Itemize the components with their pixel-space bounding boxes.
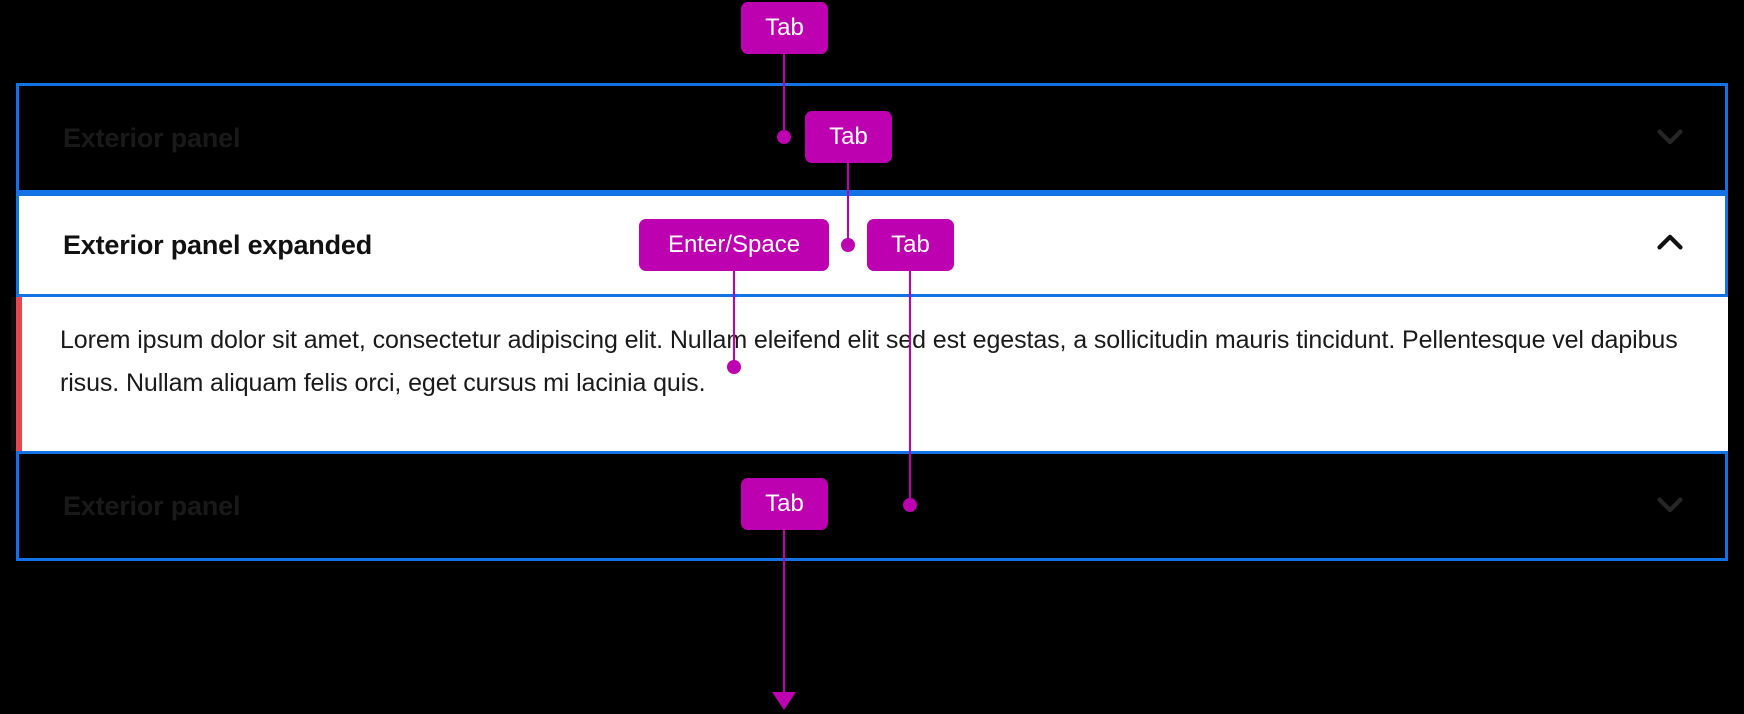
connector-dot-tab-2 [841,238,855,252]
connector-line-tab-2 [847,163,849,246]
panel-gutter [11,297,16,451]
connector-arrowhead-tab-4 [772,692,796,710]
panel-header[interactable]: Exterior panel expanded [19,196,1725,294]
key-badge-tab-3: Tab [867,219,954,271]
panel-header[interactable]: Exterior panel [19,86,1725,190]
panel-title: Exterior panel [63,122,241,153]
key-badge-tab-4: Tab [741,478,828,530]
key-badge-tab-2: Tab [805,111,892,163]
panel-body-text: Lorem ipsum dolor sit amet, consectetur … [60,326,1678,397]
panel-title: Exterior panel [63,490,241,521]
connector-line-enter-space [733,271,735,368]
accordion-panel-collapsed-bottom[interactable]: Exterior panel [16,451,1728,561]
accordion-panel-collapsed-top[interactable]: Exterior panel [16,83,1728,193]
connector-dot-enter-space [727,360,741,374]
chevron-down-icon[interactable] [1649,115,1691,162]
key-badge-tab-1: Tab [741,2,828,54]
panel-header[interactable]: Exterior panel [19,454,1725,558]
key-badge-enter-space: Enter/Space [639,219,829,271]
accordion-panel-expanded-content: Lorem ipsum dolor sit amet, consectetur … [16,297,1728,451]
chevron-down-icon[interactable] [1649,483,1691,530]
connector-line-tab-3 [909,271,911,506]
connector-dot-tab-3 [903,498,917,512]
connector-line-tab-1 [783,54,785,138]
connector-dot-tab-1 [777,130,791,144]
connector-line-tab-4 [783,530,785,695]
panel-title: Exterior panel expanded [63,229,372,260]
chevron-up-icon[interactable] [1649,222,1691,269]
